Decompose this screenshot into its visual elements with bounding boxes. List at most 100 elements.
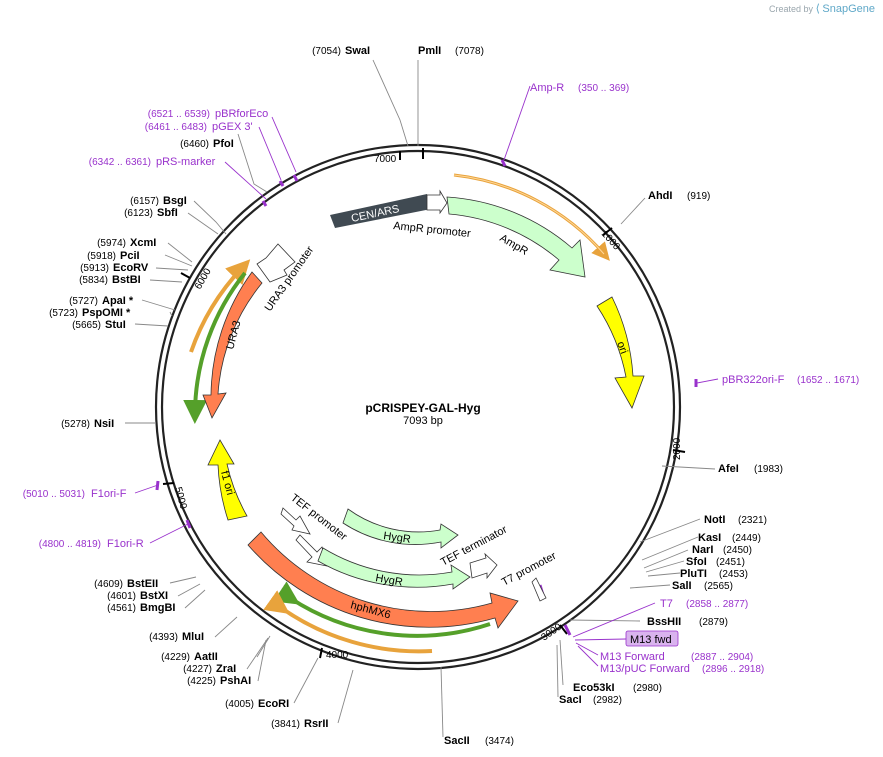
swai-pos: (7054) bbox=[312, 46, 341, 57]
ahdi-label: AhdI bbox=[648, 190, 672, 202]
sbfi-label: SbfI bbox=[157, 207, 178, 219]
prs-pos: (6342 .. 6361) bbox=[89, 157, 151, 168]
hph-orf-green-arc bbox=[273, 581, 491, 638]
bstxi-pos: (4601) bbox=[107, 591, 136, 602]
pcii-label: PciI bbox=[120, 250, 140, 262]
cen-ars-feature bbox=[330, 194, 431, 228]
pfoi-label: PfoI bbox=[213, 138, 234, 150]
ampr-promoter-feature bbox=[426, 189, 448, 215]
m13forward-pos: (2887 .. 2904) bbox=[691, 652, 753, 663]
ampr-feature bbox=[446, 196, 586, 278]
bsgi-label: BsgI bbox=[163, 195, 187, 207]
plasmid-length: 7093 bp bbox=[403, 415, 443, 427]
nari-label: NarI bbox=[692, 544, 713, 556]
stui-pos: (5665) bbox=[72, 320, 101, 331]
ura3-orf-orange-arc bbox=[189, 259, 251, 353]
backbone-inner bbox=[160, 149, 676, 665]
tick-2000: 2000 bbox=[672, 437, 683, 460]
pmli-pos: (7078) bbox=[455, 46, 484, 57]
ecorv-label: EcoRV bbox=[113, 262, 149, 274]
kasi-pos: (2449) bbox=[732, 533, 761, 544]
zrai-label: ZraI bbox=[216, 663, 236, 675]
saci-label: SacI bbox=[559, 694, 582, 706]
pgex3-pos: (6461 .. 6483) bbox=[145, 122, 207, 133]
ecorv-pos: (5913) bbox=[80, 263, 109, 274]
primer-leader-lines bbox=[134, 85, 719, 667]
ampr-primer-label: Amp-R bbox=[530, 82, 564, 94]
sfoi-pos: (2451) bbox=[716, 557, 745, 568]
rsrii-pos: (3841) bbox=[271, 719, 300, 730]
ampr-orf-arc-core bbox=[453, 174, 605, 255]
bmgbi-pos: (4561) bbox=[107, 603, 136, 614]
noti-label: NotI bbox=[704, 514, 725, 526]
ori-feature bbox=[596, 296, 645, 409]
swai-label: SwaI bbox=[345, 45, 370, 57]
sbfi-pos: (6123) bbox=[124, 208, 153, 219]
apai-label: ApaI * bbox=[102, 295, 134, 307]
apai-pos: (5727) bbox=[69, 296, 98, 307]
bsshii-pos: (2879) bbox=[699, 617, 728, 628]
f1-ori-feature bbox=[207, 439, 248, 521]
position-ticks bbox=[162, 148, 686, 659]
m13-fwd-label[interactable]: M13 fwd bbox=[630, 634, 672, 646]
afei-pos: (1983) bbox=[754, 464, 783, 475]
tick-6000: 6000 bbox=[193, 266, 214, 291]
zrai-pos: (4227) bbox=[183, 664, 212, 675]
aatii-pos: (4229) bbox=[161, 652, 190, 663]
tef-terminator-feature bbox=[469, 552, 498, 580]
t7-promoter-label: T7 promoter bbox=[500, 550, 559, 589]
bsshii-label: BssHII bbox=[647, 616, 681, 628]
f1orif-label: F1ori-F bbox=[91, 488, 127, 500]
pshai-pos: (4225) bbox=[187, 676, 216, 687]
snapgene-name: SnapGene bbox=[822, 3, 875, 15]
tick-4000: 4000 bbox=[326, 650, 349, 661]
hphmx6-feature bbox=[247, 531, 519, 629]
nari-pos: (2450) bbox=[723, 545, 752, 556]
t7-promoter-feature bbox=[531, 577, 547, 602]
ura3-promoter-feature bbox=[256, 243, 296, 283]
mlui-pos: (4393) bbox=[149, 632, 178, 643]
snapgene-credit: Created by ⟨ SnapGene bbox=[769, 2, 875, 15]
tick-5000: 5000 bbox=[172, 486, 188, 511]
kasi-label: KasI bbox=[698, 532, 721, 544]
pspomi-pos: (5723) bbox=[49, 308, 78, 319]
bstxi-label: BstXI bbox=[140, 590, 168, 602]
m13forward-label: M13 Forward bbox=[600, 651, 665, 663]
pshai-label: PshAI bbox=[220, 675, 251, 687]
enzyme-leader-lines bbox=[125, 59, 716, 738]
sfoi-label: SfoI bbox=[686, 556, 707, 568]
bsteii-pos: (4609) bbox=[94, 579, 123, 590]
hph-orf-orange-arc bbox=[263, 590, 433, 654]
f1orir-label: F1ori-R bbox=[107, 538, 144, 550]
bsgi-pos: (6157) bbox=[130, 196, 159, 207]
pluti-pos: (2453) bbox=[719, 569, 748, 580]
hygr-feature-1 bbox=[342, 508, 459, 549]
t7-primer-pos: (2858 .. 2877) bbox=[686, 599, 748, 610]
m13puc-label: M13/pUC Forward bbox=[600, 663, 690, 675]
mlui-label: MluI bbox=[182, 631, 204, 643]
hygr-feature-2 bbox=[317, 547, 471, 590]
pmli-label: PmlI bbox=[418, 45, 441, 57]
m13-fwd-highlight[interactable] bbox=[625, 630, 679, 647]
ampr-promoter-label: AmpR promoter bbox=[393, 220, 472, 240]
ampr-primer-pos: (350 .. 369) bbox=[578, 83, 629, 94]
prs-label: pRS-marker bbox=[156, 156, 216, 168]
eco53ki-label: Eco53kI bbox=[573, 682, 615, 694]
plasmid-name: pCRISPEY-GAL-Hyg bbox=[365, 401, 480, 415]
saci-pos: (2982) bbox=[593, 695, 622, 706]
f1orif-pos: (5010 .. 5031) bbox=[23, 489, 85, 500]
hygr-label-2: HygR bbox=[374, 572, 403, 589]
pfoi-pos: (6460) bbox=[180, 139, 209, 150]
pbr322ori-pos: (1652 .. 1671) bbox=[797, 375, 859, 386]
pspomi-label: PspOMI * bbox=[82, 307, 131, 319]
nsii-label: NsiI bbox=[94, 418, 114, 430]
pbrforeco-label: pBRforEco bbox=[215, 108, 268, 120]
pluti-label: PluTI bbox=[680, 568, 707, 580]
pbr322ori-label: pBR322ori-F bbox=[722, 374, 785, 386]
sali-label: SalI bbox=[672, 580, 692, 592]
ura3-feature bbox=[202, 271, 263, 419]
hygr-label-1: HygR bbox=[383, 530, 412, 546]
pbrforeco-pos: (6521 .. 6539) bbox=[148, 109, 210, 120]
enzyme-labels: (7054) SwaI PmlI (7078) (6460) PfoI (615… bbox=[49, 45, 783, 747]
aatii-label: AatII bbox=[194, 651, 218, 663]
